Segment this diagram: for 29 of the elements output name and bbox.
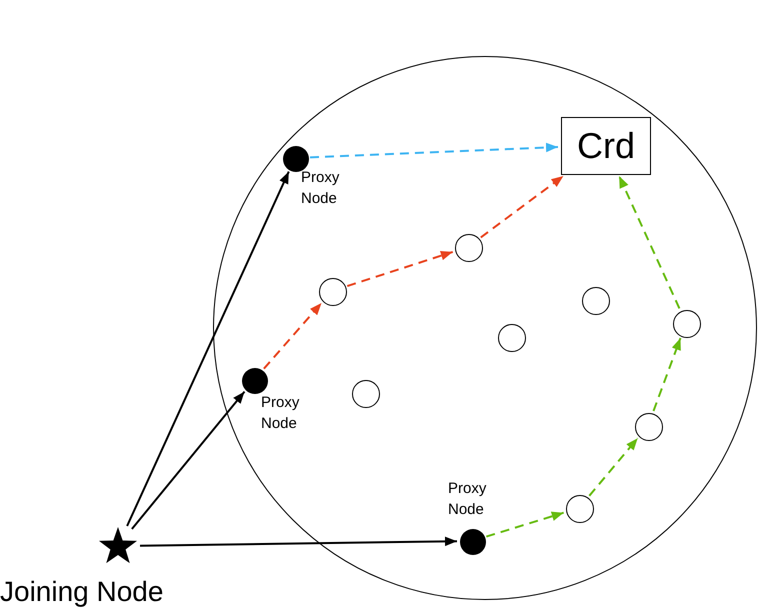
arrow: [480, 175, 564, 238]
open-circle: [673, 310, 701, 338]
arrow: [652, 338, 682, 412]
arrow: [263, 302, 322, 370]
arrow: [486, 512, 564, 538]
arrow: [131, 390, 246, 530]
arrow: [140, 536, 458, 547]
filled-dot: [283, 146, 309, 172]
open-circle: [498, 324, 526, 352]
arrow: [310, 142, 558, 158]
open-circle: [352, 380, 380, 408]
open-circle: [582, 287, 610, 315]
region-circle: [213, 56, 757, 600]
node-caption: Proxy Node: [261, 393, 300, 434]
open-circle: [319, 278, 347, 306]
node-caption: Proxy Node: [448, 479, 488, 520]
open-circle: [455, 234, 483, 262]
label-box: Crd: [561, 117, 651, 175]
open-circle: [566, 495, 594, 523]
node-caption: Proxy Node: [301, 168, 340, 209]
open-circle: [635, 413, 663, 441]
filled-dot: [460, 529, 486, 555]
star-marker: [98, 526, 138, 566]
arrow: [618, 176, 680, 309]
arrow: [346, 250, 454, 288]
node-caption: Joining Node: [0, 575, 164, 609]
arrow: [588, 438, 638, 496]
filled-dot: [242, 368, 268, 394]
arrow: [126, 171, 290, 526]
